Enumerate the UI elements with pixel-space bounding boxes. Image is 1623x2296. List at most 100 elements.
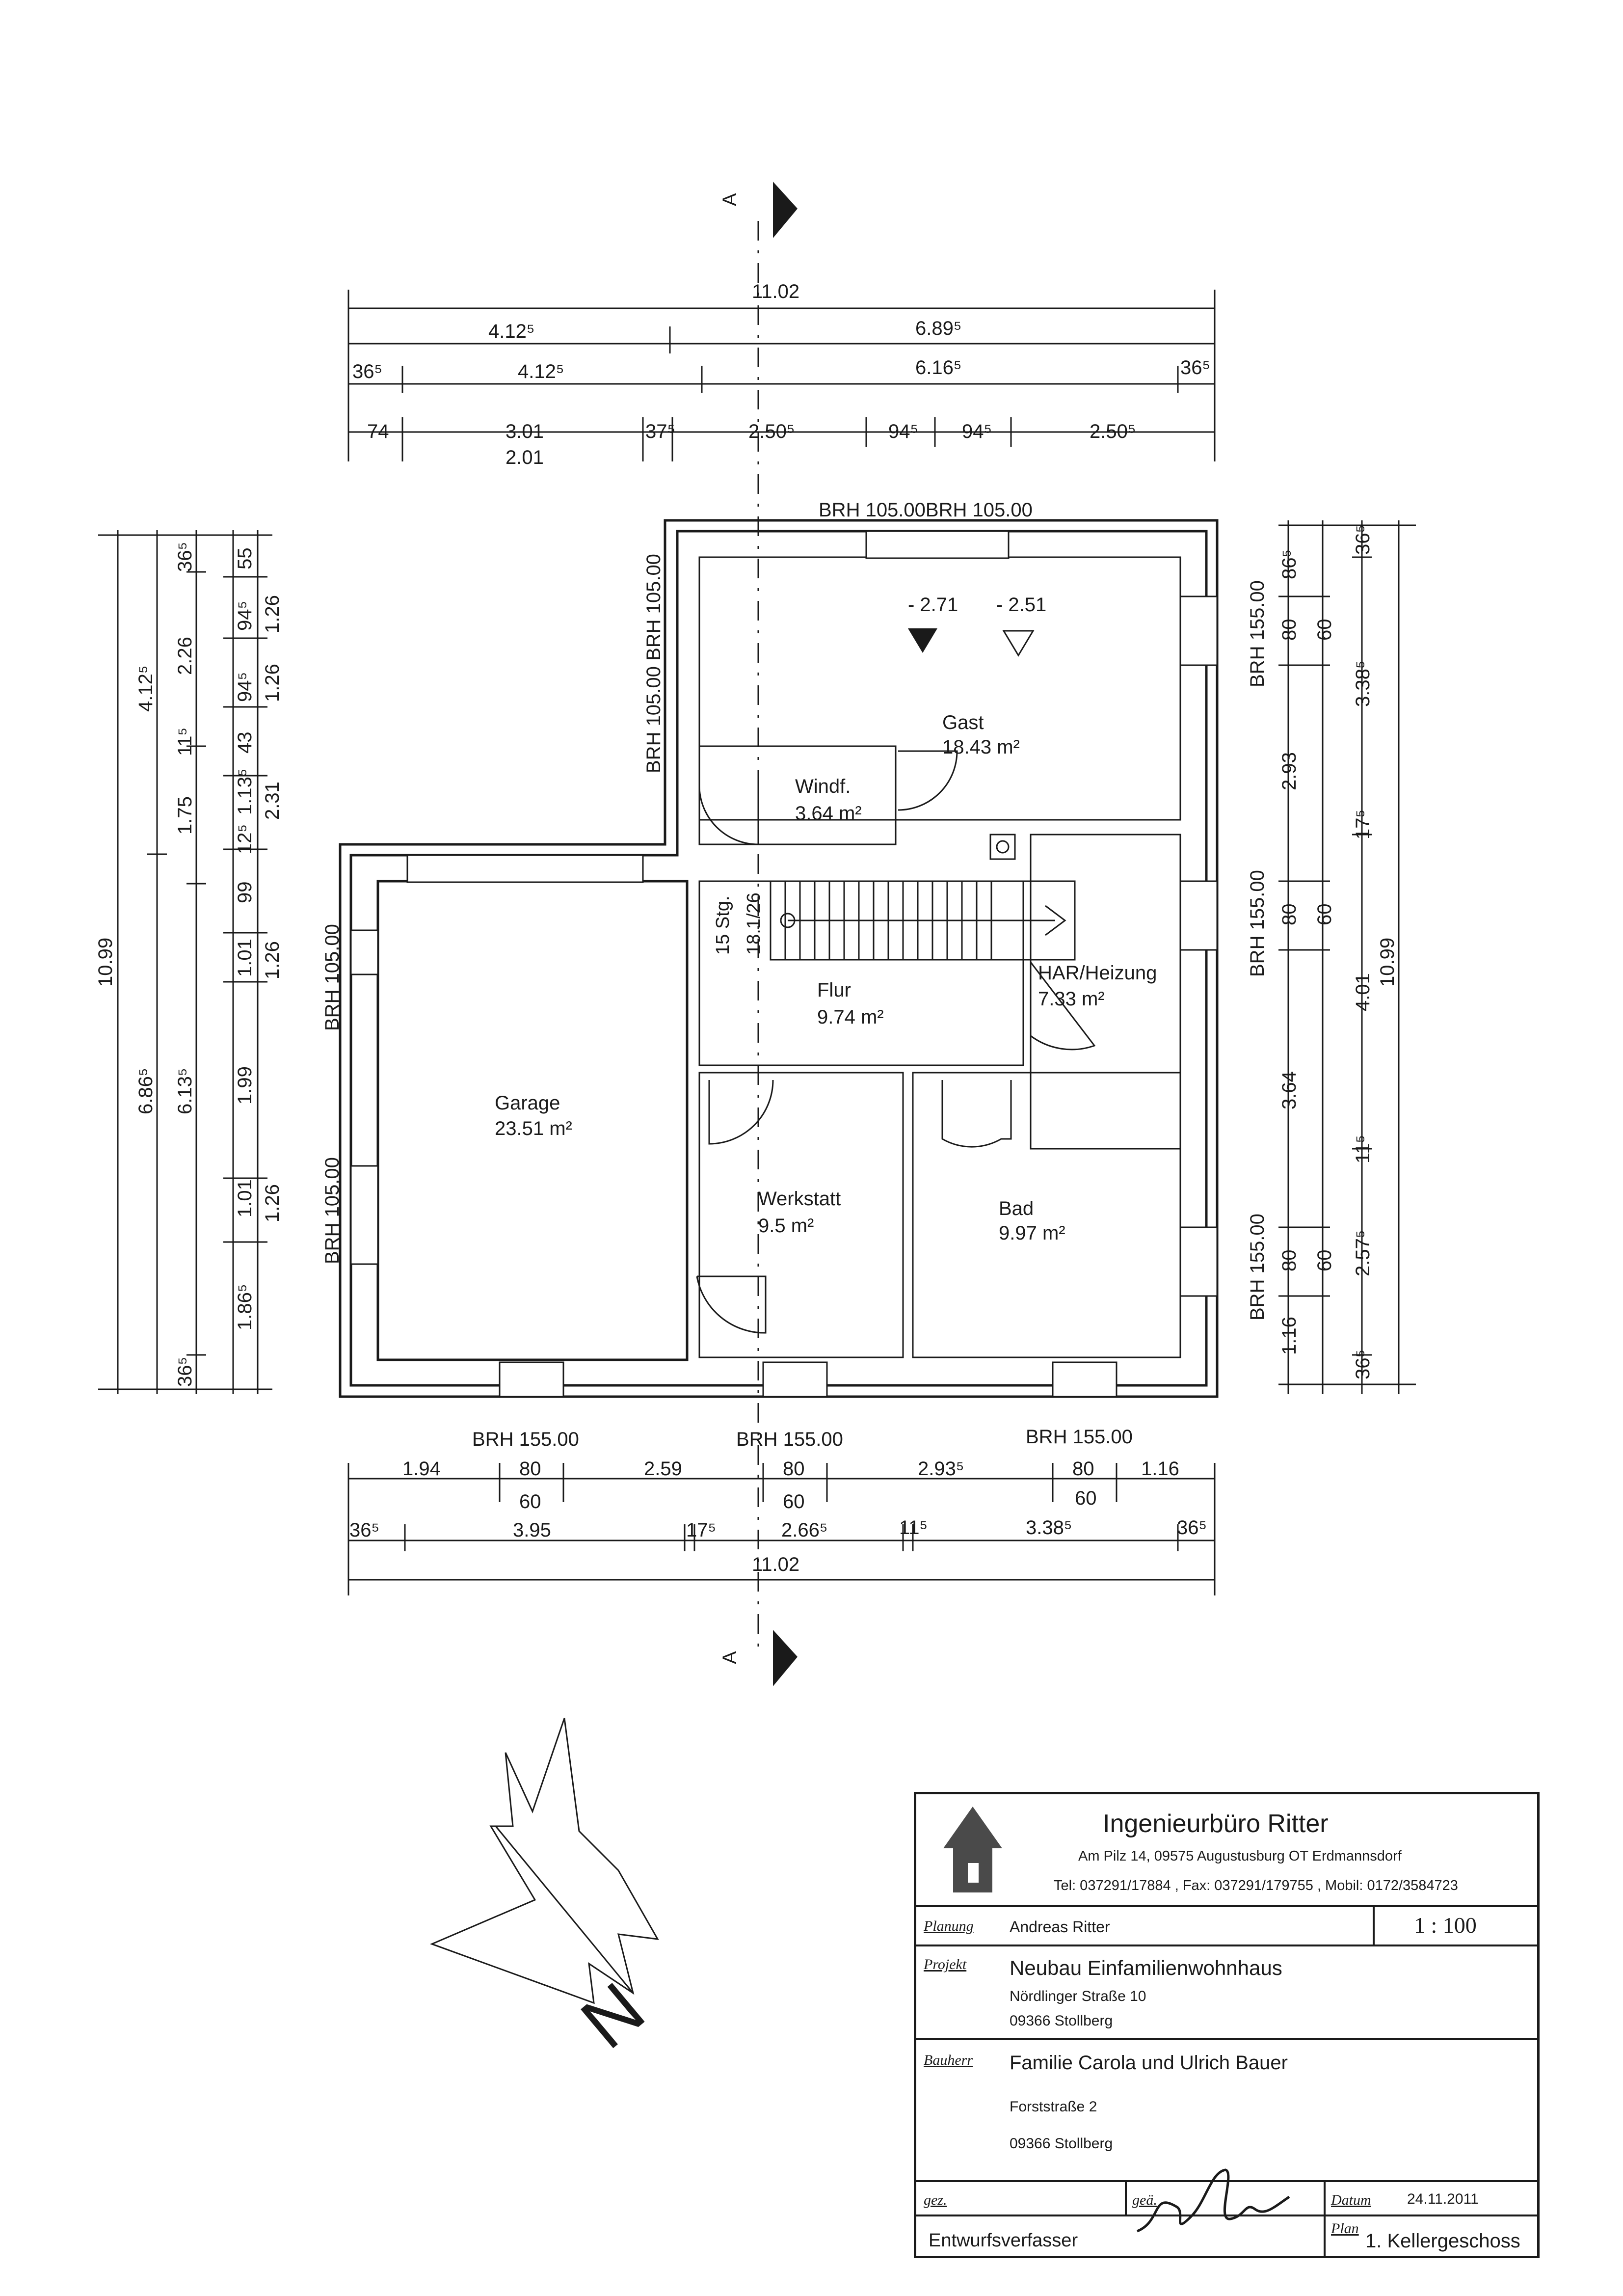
dim-left-col4-e: 1.13⁵ bbox=[234, 769, 256, 815]
dim-top-row4-e: 94⁵ bbox=[888, 421, 918, 442]
company-logo-icon bbox=[943, 1807, 1002, 1892]
dim-bottom-row1-c: 2.59 bbox=[644, 1458, 682, 1480]
dim-left-col3-c: 11⁵ bbox=[174, 728, 196, 756]
dim-left-overall: 10.99 bbox=[95, 938, 116, 987]
room-gast-area: 18.43 m² bbox=[942, 736, 1020, 758]
brh-bottom-1: BRH 155.00 bbox=[472, 1429, 579, 1450]
room-bad-name: Bad bbox=[999, 1198, 1034, 1219]
dim-bottom-row1-f: 80 bbox=[1072, 1458, 1094, 1480]
room-garage-name: Garage bbox=[495, 1092, 560, 1114]
dim-top-row2-a: 4.12⁵ bbox=[488, 321, 534, 342]
room-werkstatt-name: Werkstatt bbox=[758, 1188, 841, 1210]
dim-right-col1-d: 80 bbox=[1278, 1250, 1300, 1272]
room-har-name: HAR/Heizung bbox=[1038, 962, 1157, 984]
dim-bottom-row1-d: 80 bbox=[783, 1458, 805, 1480]
dim-top-row3-a: 36⁵ bbox=[352, 361, 382, 382]
dim-bottom-row1-g: 1.16 bbox=[1141, 1458, 1179, 1480]
dim-bottom-row2-a: 36⁵ bbox=[349, 1519, 379, 1541]
room-gast-name: Gast bbox=[942, 712, 984, 733]
dim-left-col5-b: 1.26 bbox=[262, 664, 283, 702]
right-dimension-chains bbox=[1278, 520, 1416, 1394]
dim-left-col2-b: 6.86⁵ bbox=[135, 1068, 157, 1114]
brh-right-2: BRH 155.00 bbox=[1247, 870, 1268, 977]
dim-right-col3-d: 4.01 bbox=[1352, 973, 1374, 1011]
stairs bbox=[770, 880, 1076, 961]
doors bbox=[696, 750, 1096, 1334]
room-windf-name: Windf. bbox=[795, 776, 851, 797]
room-har-area: 7.33 m² bbox=[1038, 988, 1105, 1010]
title-block-planung: Planung Andreas Ritter 1 : 100 bbox=[916, 1907, 1537, 1946]
level-marker-filled-icon bbox=[908, 628, 937, 653]
room-garage-area: 23.51 m² bbox=[495, 1118, 572, 1139]
company-name: Ingenieurbüro Ritter bbox=[1103, 1810, 1329, 1838]
dim-bottom-row2-f: 3.38⁵ bbox=[1026, 1517, 1072, 1539]
projekt-label: Projekt bbox=[924, 1956, 967, 1972]
title-block-projekt: Projekt Neubau Einfamilienwohnhaus Nördl… bbox=[916, 1946, 1537, 2040]
left-dimension-chains bbox=[98, 530, 272, 1394]
section-marker-top-label: A bbox=[719, 193, 741, 206]
dim-right-col2-e: 60 bbox=[1314, 1250, 1335, 1272]
datum-value: 24.11.2011 bbox=[1407, 2191, 1479, 2207]
brh-right-3: BRH 155.00 bbox=[1247, 1214, 1268, 1321]
title-block-footer: Entwurfsverfasser Plan 1. Kellergeschoss bbox=[916, 2168, 1537, 2256]
dim-top-row4-d: 2.50⁵ bbox=[748, 421, 795, 442]
dim-left-col3-e: 6.13⁵ bbox=[174, 1068, 196, 1114]
dim-bottom-row2-c: 17⁵ bbox=[686, 1519, 716, 1541]
boiler-symbol bbox=[989, 834, 1016, 860]
dim-top-row3-d: 36⁵ bbox=[1180, 357, 1210, 378]
bottom-dimension-chains bbox=[347, 1463, 1216, 1595]
room-flur-name: Flur bbox=[817, 979, 851, 1001]
dim-right-col1-a: 86⁵ bbox=[1278, 549, 1300, 579]
level-value-1: - 2.71 bbox=[908, 594, 958, 616]
dim-bottom-row2-b: 3.95 bbox=[513, 1519, 551, 1541]
dim-bottom-row1-sub-b: 60 bbox=[783, 1491, 805, 1513]
plan-label: Plan bbox=[1331, 2220, 1359, 2237]
dim-bottom-row1-b: 80 bbox=[519, 1458, 541, 1480]
dim-top-row3-b: 4.12⁵ bbox=[518, 361, 564, 382]
dim-left-col4-j: 1.01 bbox=[234, 1179, 256, 1217]
dim-top-row4-sub: 2.01 bbox=[506, 447, 544, 468]
dim-bottom-row1-e: 2.93⁵ bbox=[918, 1458, 964, 1480]
stairs-ratio-label: 18.1/26 bbox=[744, 892, 764, 955]
stairs-count-label: 15 Stg. bbox=[713, 896, 733, 955]
brh-right-1: BRH 155.00 bbox=[1247, 580, 1268, 687]
dim-left-col4-b: 94⁵ bbox=[234, 601, 256, 631]
section-arrow-bottom-icon bbox=[773, 1630, 798, 1686]
brh-bottom-3: BRH 155.00 bbox=[1026, 1426, 1133, 1448]
top-dimension-chains bbox=[347, 290, 1216, 461]
title-block: Ingenieurbüro Ritter Am Pilz 14, 09575 A… bbox=[914, 1792, 1540, 2258]
dim-bottom-row1-a: 1.94 bbox=[402, 1458, 441, 1480]
dim-top-row3-c: 6.16⁵ bbox=[915, 357, 961, 378]
dim-left-col4-f: 12⁵ bbox=[234, 824, 256, 854]
dim-left-col5-a: 1.26 bbox=[262, 595, 283, 633]
scale-box: 1 : 100 bbox=[1373, 1907, 1537, 1945]
dim-top-row4-f: 94⁵ bbox=[962, 421, 992, 442]
dim-right-col2-a: 60 bbox=[1314, 619, 1335, 641]
dim-right-col3-b: 3.38⁵ bbox=[1352, 661, 1374, 707]
section-marker-bottom-label: A bbox=[719, 1651, 741, 1664]
dim-right-col2-c: 60 bbox=[1314, 904, 1335, 926]
dim-right-col3-g: 36⁵ bbox=[1352, 1350, 1374, 1379]
dim-left-col5-c: 2.31 bbox=[262, 782, 283, 820]
planung-label: Planung bbox=[924, 1918, 974, 1934]
projekt-title: Neubau Einfamilienwohnhaus bbox=[1010, 1956, 1282, 1979]
dim-right-col3-f: 2.57⁵ bbox=[1352, 1230, 1374, 1276]
level-marker-open-icon bbox=[1002, 630, 1035, 657]
room-windf-area: 3.64 m² bbox=[795, 803, 862, 824]
room-werkstatt-area: 9.5 m² bbox=[758, 1215, 814, 1237]
dim-bottom-row2-g: 36⁵ bbox=[1177, 1517, 1207, 1539]
dim-right-overall: 10.99 bbox=[1377, 938, 1398, 987]
brh-left-gast: BRH 105.00 BRH 105.00 bbox=[643, 554, 665, 773]
title-block-bauherr: Bauherr Familie Carola und Ulrich Bauer … bbox=[916, 2040, 1537, 2182]
title-block-signature-row: gez. geä. Datum 24.11.2011 bbox=[916, 2182, 1537, 2256]
dim-left-col2-a: 4.12⁵ bbox=[135, 666, 157, 712]
dim-left-col4-h: 1.01 bbox=[234, 939, 256, 977]
dim-top-overall: 11.02 bbox=[752, 281, 799, 302]
projekt-street: Nördlinger Straße 10 bbox=[1010, 1988, 1146, 2004]
dim-bottom-row2-d: 2.66⁵ bbox=[781, 1519, 827, 1541]
brh-left-garage-1: BRH 105.00 bbox=[321, 924, 343, 1031]
dim-left-col4-d: 43 bbox=[234, 732, 256, 754]
dim-right-col2-b: 2.93 bbox=[1278, 752, 1300, 790]
dim-right-col2-d: 3.64 bbox=[1278, 1071, 1300, 1109]
